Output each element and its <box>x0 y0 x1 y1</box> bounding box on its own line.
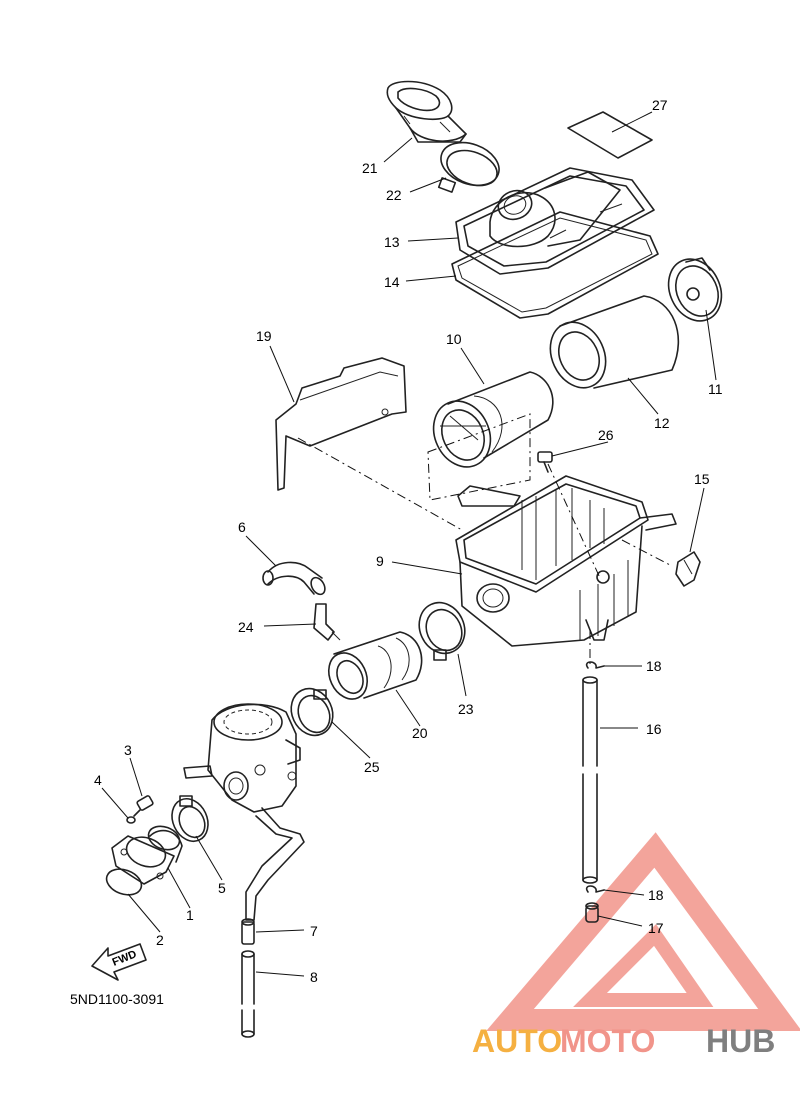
part-4-washer[interactable] <box>126 816 136 824</box>
part-24-elbow-fitting[interactable] <box>313 603 341 641</box>
part-11-end-cap[interactable] <box>659 250 731 329</box>
callout-17: 17 <box>648 920 664 936</box>
assembly-center-lines <box>297 413 671 668</box>
part-27-label[interactable] <box>567 111 653 159</box>
part-22-clamp[interactable] <box>435 135 505 193</box>
callout-12: 12 <box>654 415 670 431</box>
fwd-arrow: FWD <box>91 943 147 981</box>
callout-2: 2 <box>156 932 164 948</box>
callout-13: 13 <box>384 234 400 250</box>
leader-lines <box>101 111 717 977</box>
part-23-clamp[interactable] <box>411 595 473 661</box>
callout-8: 8 <box>310 969 318 985</box>
part-2-o-ring[interactable] <box>103 865 145 900</box>
part-8-drain-hose[interactable] <box>241 950 255 1038</box>
callout-18a: 18 <box>646 658 662 674</box>
callout-1: 1 <box>186 907 194 923</box>
part-16-drain-hose[interactable] <box>582 676 598 884</box>
callout-25: 25 <box>364 759 380 775</box>
callout-3: 3 <box>124 742 132 758</box>
callout-11: 11 <box>708 381 723 397</box>
watermark-moto: MOTO <box>560 1023 655 1059</box>
part-21-air-duct[interactable] <box>386 80 467 143</box>
watermark-triangle-inner <box>573 924 714 1007</box>
part-26-bolt[interactable] <box>537 451 553 473</box>
part-18-clip-lower[interactable] <box>585 885 605 893</box>
part-20-carburetor-joint[interactable] <box>322 631 423 705</box>
callout-6: 6 <box>238 519 246 535</box>
callout-14: 14 <box>384 274 400 290</box>
part-19-shield-plate[interactable] <box>275 357 407 491</box>
callout-9: 9 <box>376 553 384 569</box>
part-15-clip[interactable] <box>675 551 701 587</box>
part-5-clamp[interactable] <box>165 793 214 847</box>
callout-24: 24 <box>238 619 254 635</box>
callout-4: 4 <box>94 772 102 788</box>
watermark-hub: HUB <box>706 1023 775 1059</box>
callout-19: 19 <box>256 328 272 344</box>
part-6-breather-hose[interactable] <box>262 561 328 596</box>
watermark-auto: AUTO <box>472 1023 562 1059</box>
callout-7: 7 <box>310 923 318 939</box>
callout-21: 21 <box>362 160 378 176</box>
part-7-fitting[interactable] <box>241 918 255 945</box>
part-1-intake-manifold[interactable] <box>111 822 183 885</box>
watermark-triangle <box>486 832 800 1031</box>
callout-18b: 18 <box>648 887 664 903</box>
callout-16: 16 <box>646 721 662 737</box>
callout-20: 20 <box>412 725 428 741</box>
part-14-gasket[interactable] <box>451 211 659 319</box>
part-25-clamp[interactable] <box>284 682 341 742</box>
part-18-clip-upper[interactable] <box>585 661 605 669</box>
callout-26: 26 <box>598 427 614 443</box>
fwd-label: FWD <box>111 948 139 969</box>
carburetor-assembly[interactable] <box>183 703 305 921</box>
part-17-plug[interactable] <box>585 902 599 923</box>
callout-10: 10 <box>446 331 462 347</box>
callout-labels: 27 21 22 13 14 11 12 10 19 26 15 6 9 24 … <box>94 97 723 985</box>
part-3-screw[interactable] <box>133 795 154 817</box>
callout-23: 23 <box>458 701 474 717</box>
part-10-inner-filter[interactable] <box>423 371 554 476</box>
diagram-part-code: 5ND1100-3091 <box>70 991 164 1007</box>
part-9-air-cleaner-case[interactable] <box>455 475 677 647</box>
part-13-air-cleaner-cover[interactable] <box>455 167 655 275</box>
callout-22: 22 <box>386 187 402 203</box>
part-12-outer-filter[interactable] <box>540 295 680 397</box>
callout-15: 15 <box>694 471 710 487</box>
callout-27: 27 <box>652 97 668 113</box>
watermark-logo: AUTO MOTO HUB <box>472 832 800 1059</box>
callout-5: 5 <box>218 880 226 896</box>
